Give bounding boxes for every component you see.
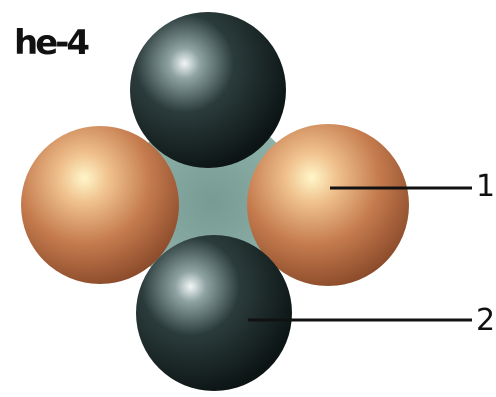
proton-left <box>21 126 179 284</box>
neutron-top <box>130 12 286 168</box>
callout-label-1: 1 <box>476 172 495 202</box>
diagram-title: he-4 <box>14 26 87 60</box>
callout-label-2: 2 <box>476 306 495 336</box>
neutron-bottom <box>136 235 292 391</box>
